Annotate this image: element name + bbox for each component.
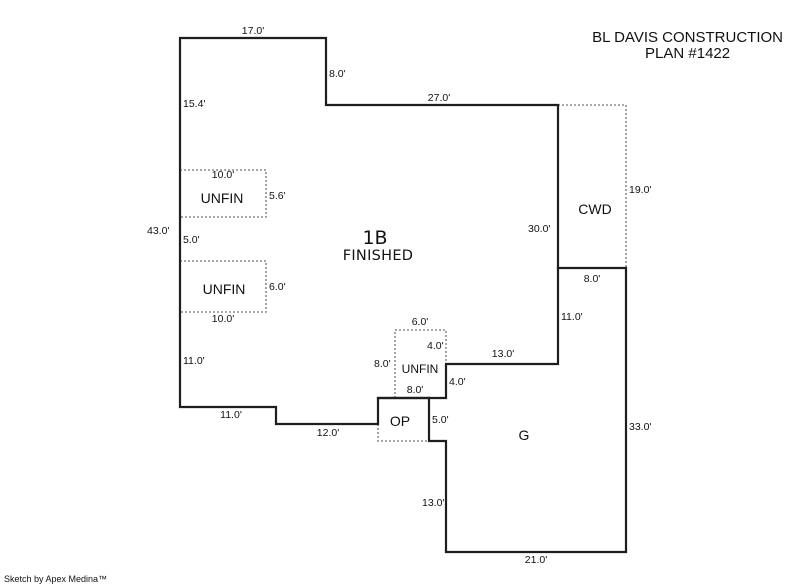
dim-label: 11.0'	[220, 409, 242, 421]
op-outline	[377, 420, 429, 442]
sketch-credit: Sketch by Apex Medina™	[4, 574, 108, 584]
unfin-lower-outline	[180, 260, 267, 313]
dim-label: 33.0'	[629, 421, 651, 433]
sketch-title-block: BL DAVIS CONSTRUCTION PLAN #1422	[592, 30, 783, 62]
dim-label: 5.0'	[432, 414, 449, 426]
dim-label: 8.0'	[374, 358, 391, 370]
dim-label: 30.0'	[528, 223, 550, 235]
dim-label: 8.0'	[584, 273, 601, 285]
dim-label: 21.0'	[525, 554, 547, 566]
unfin-upper-outline	[180, 169, 267, 218]
dim-label: 13.0'	[492, 348, 514, 360]
dim-label: 11.0'	[561, 311, 583, 323]
area-label-unfin-center: UNFIN	[402, 362, 439, 376]
main-wall-outline	[178, 36, 560, 426]
dim-label: 13.0'	[422, 497, 444, 509]
unfin-center-outline	[394, 329, 447, 398]
area-label-unfin-lower: UNFIN	[203, 281, 246, 297]
area-label-op: OP	[390, 413, 410, 429]
dim-label: 5.6'	[269, 190, 286, 202]
dim-label: 43.0'	[147, 225, 169, 237]
dim-label: 6.0'	[269, 281, 286, 293]
dim-label: 11.0'	[183, 355, 205, 367]
dim-label: 8.0'	[407, 384, 424, 396]
area-label-cwd: CWD	[578, 201, 611, 217]
dim-label: 10.0'	[212, 169, 234, 181]
dim-label: 5.0'	[183, 234, 200, 246]
dim-label: 17.0'	[242, 25, 264, 37]
dim-label: 10.0'	[212, 313, 234, 325]
dim-label: 19.0'	[629, 184, 651, 196]
plan-number: PLAN #1422	[645, 45, 731, 62]
dim-label: 27.0'	[428, 92, 450, 104]
dim-label: 6.0'	[412, 316, 429, 328]
cwd-outline	[558, 104, 627, 268]
area-label-unfin-upper: UNFIN	[201, 190, 244, 206]
dim-label: 15.4'	[183, 98, 205, 110]
area-label-garage: G	[519, 427, 530, 443]
garage-wall-outline	[427, 266, 628, 554]
dim-label: 8.0'	[329, 68, 346, 80]
dim-label: 12.0'	[317, 427, 339, 439]
area-label-finished: FINISHED	[343, 248, 414, 264]
dim-label: 4.0'	[427, 340, 444, 352]
dim-label: 4.0'	[449, 376, 466, 388]
area-code-1b: 1B	[362, 227, 387, 249]
company-name: BL DAVIS CONSTRUCTION	[592, 29, 783, 46]
